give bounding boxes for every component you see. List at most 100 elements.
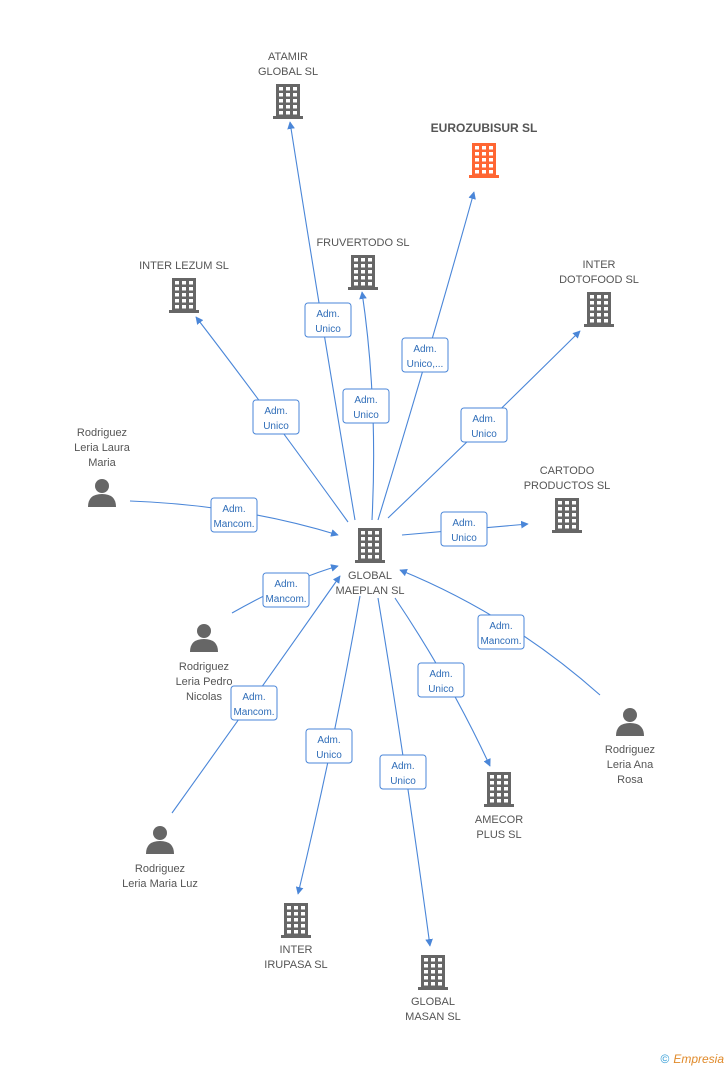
copyright-icon: © bbox=[660, 1052, 670, 1066]
building-icon[interactable] bbox=[552, 498, 582, 533]
edge-label-text: Mancom. bbox=[213, 519, 254, 530]
building-icon[interactable] bbox=[484, 772, 514, 807]
building-icon[interactable] bbox=[348, 255, 378, 290]
edge-label-text: Unico bbox=[428, 684, 454, 695]
edge-label-box[interactable] bbox=[252, 399, 300, 435]
edge-label-text: Adm. bbox=[391, 761, 414, 772]
edge-label-box[interactable] bbox=[342, 388, 390, 424]
edge-center-interlezum: Adm.Unico bbox=[195, 316, 349, 523]
node-label: Rodriguez bbox=[135, 863, 185, 875]
node-center[interactable]: GLOBAL MAEPLAN SL bbox=[335, 528, 405, 597]
edge-center-fruvertodo: Adm. Unico bbox=[342, 291, 390, 521]
node-label: INTER LEZUM SL bbox=[139, 260, 229, 272]
edge-label-box[interactable] bbox=[417, 662, 465, 698]
node-label: GLOBAL bbox=[348, 570, 392, 582]
node-label: MAEPLAN SL bbox=[335, 585, 404, 597]
node-label: Rosa bbox=[617, 774, 644, 786]
node-cartodo[interactable]: CARTODO PRODUCTOS SL bbox=[524, 465, 611, 533]
building-icon[interactable] bbox=[281, 903, 311, 938]
building-icon[interactable] bbox=[355, 528, 385, 563]
edge-label-text: Adm. bbox=[489, 621, 512, 632]
building-icon[interactable] bbox=[469, 143, 499, 178]
node-label: AMECOR bbox=[475, 814, 523, 826]
node-fruvertodo[interactable]: FRUVERTODO SL bbox=[316, 237, 410, 290]
node-label: EUROZUBISUR SL bbox=[431, 121, 538, 135]
person-icon[interactable] bbox=[146, 826, 174, 854]
edge-laura-center: Adm.Mancom. bbox=[129, 497, 339, 537]
node-amecor[interactable]: AMECOR PLUS SL bbox=[475, 772, 523, 841]
edge-label-text: Adm. bbox=[316, 309, 339, 320]
building-icon[interactable] bbox=[169, 278, 199, 313]
edge-label-text: Unico bbox=[316, 750, 342, 761]
edge-label-text: Unico bbox=[451, 533, 477, 544]
edge-label-box[interactable] bbox=[210, 497, 258, 533]
edge-center-interirupasa: Adm. Unico bbox=[295, 595, 361, 895]
node-label: CARTODO bbox=[540, 465, 595, 477]
edge-label-text: Mancom. bbox=[233, 707, 274, 718]
node-label: FRUVERTODO SL bbox=[316, 237, 409, 249]
node-label: PRODUCTOS SL bbox=[524, 480, 611, 492]
node-eurozubisur[interactable]: EUROZUBISUR SL bbox=[431, 121, 538, 178]
node-label: GLOBAL bbox=[411, 996, 455, 1008]
edge-label-box[interactable] bbox=[440, 511, 488, 547]
edge-label-text: Mancom. bbox=[480, 636, 521, 647]
node-label: PLUS SL bbox=[476, 829, 521, 841]
edges-layer: Adm.UnicoAdm.Unico,...Adm.UnicoAdm.Unico… bbox=[129, 121, 601, 947]
person-icon[interactable] bbox=[88, 479, 116, 507]
node-label: INTER bbox=[280, 944, 313, 956]
edge-label-box[interactable] bbox=[305, 728, 353, 764]
edge-label-text: Unico bbox=[471, 429, 497, 440]
brand-logo: Empresia bbox=[673, 1052, 724, 1066]
node-label: Maria bbox=[88, 457, 116, 469]
edge-label-box[interactable] bbox=[401, 337, 449, 373]
node-label: INTER bbox=[583, 259, 616, 271]
edge-label-box[interactable] bbox=[460, 407, 508, 443]
edge-anarosa-center: Adm. Mancom. bbox=[399, 569, 601, 696]
edge-label-box[interactable] bbox=[262, 572, 310, 608]
edge-label-box[interactable] bbox=[379, 754, 427, 790]
person-icon[interactable] bbox=[190, 624, 218, 652]
edge-center-globalmasan: Adm. Unico bbox=[377, 597, 433, 947]
edge-center-amecor: Adm. Unico bbox=[394, 597, 491, 767]
edge-label-box[interactable] bbox=[230, 685, 278, 721]
node-interirupasa[interactable]: INTER IRUPASA SL bbox=[264, 903, 328, 971]
node-label: Leria Pedro bbox=[176, 676, 233, 688]
edge-center-interdotofood: Adm. Unico bbox=[387, 330, 581, 519]
edge-center-cartodo: Adm.Unico bbox=[401, 511, 529, 547]
node-label: Leria Maria Luz bbox=[122, 878, 198, 890]
edge-label-text: Unico,... bbox=[407, 359, 444, 370]
node-label: IRUPASA SL bbox=[264, 959, 327, 971]
edge-label-text: Adm. bbox=[354, 395, 377, 406]
edge-marialuz-center: Adm. Mancom. bbox=[171, 575, 341, 814]
edge-label-text: Adm. bbox=[317, 735, 340, 746]
edge-label-text: Adm. bbox=[472, 414, 495, 425]
edge-label-box[interactable] bbox=[477, 614, 525, 650]
edge-pedro-center: Adm.Mancom. bbox=[231, 564, 339, 614]
edge-label-text: Unico bbox=[390, 776, 416, 787]
building-icon[interactable] bbox=[418, 955, 448, 990]
building-icon[interactable] bbox=[584, 292, 614, 327]
node-label: Leria Ana bbox=[607, 759, 654, 771]
person-icon[interactable] bbox=[616, 708, 644, 736]
building-icon[interactable] bbox=[273, 84, 303, 119]
node-label: GLOBAL SL bbox=[258, 66, 318, 78]
edge-label-text: Mancom. bbox=[265, 594, 306, 605]
node-label: Rodriguez bbox=[605, 744, 655, 756]
node-interlezum[interactable]: INTER LEZUM SL bbox=[139, 260, 229, 313]
node-label: Nicolas bbox=[186, 691, 223, 703]
node-label: Leria Laura bbox=[74, 442, 131, 454]
edge-label-text: Adm. bbox=[429, 669, 452, 680]
edge-center-atamir: Adm.Unico bbox=[287, 121, 356, 521]
edge-label-text: Unico bbox=[353, 410, 379, 421]
edge-label-text: Unico bbox=[263, 421, 289, 432]
edge-label-box[interactable] bbox=[304, 302, 352, 338]
